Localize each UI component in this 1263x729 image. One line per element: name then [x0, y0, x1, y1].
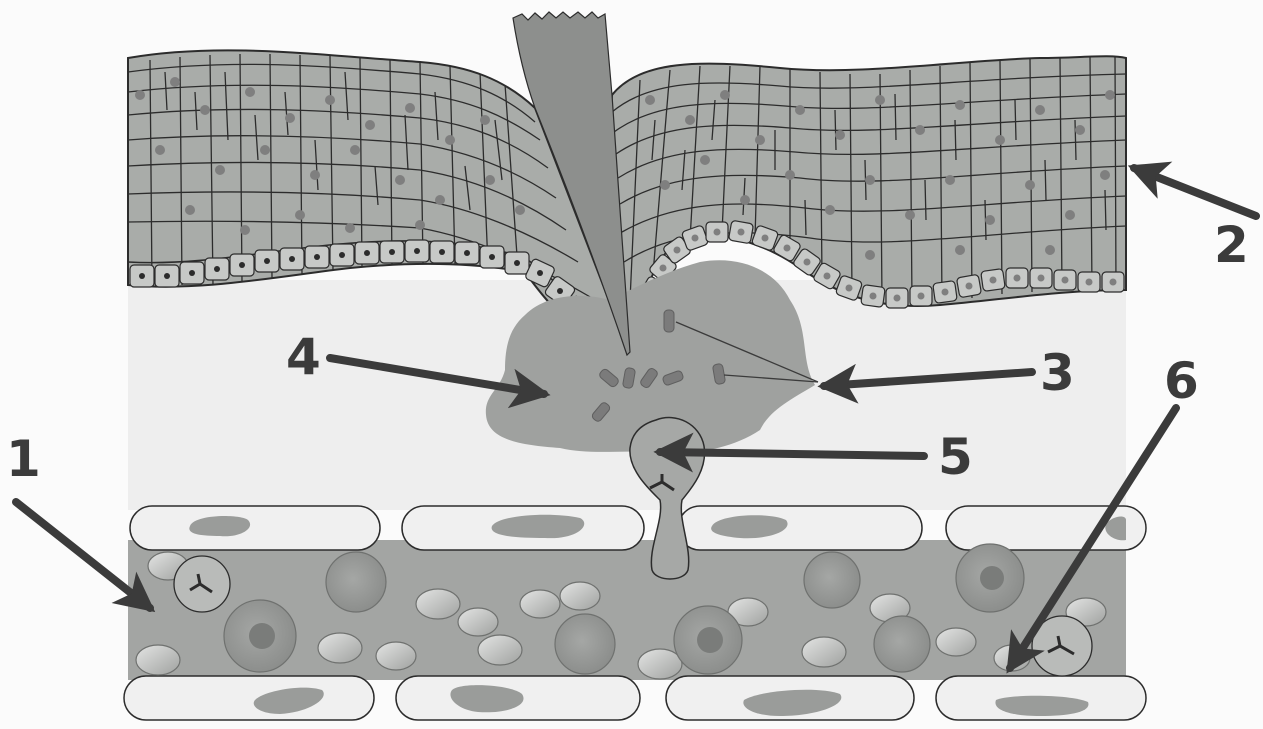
endothelium-top [130, 506, 1146, 550]
label-1: 1 [6, 430, 41, 488]
arrow-5 [660, 452, 924, 456]
label-4: 4 [286, 328, 321, 386]
label-2: 2 [1214, 216, 1249, 274]
label-6: 6 [1164, 352, 1199, 410]
label-5: 5 [938, 428, 973, 486]
label-3: 3 [1040, 344, 1075, 402]
